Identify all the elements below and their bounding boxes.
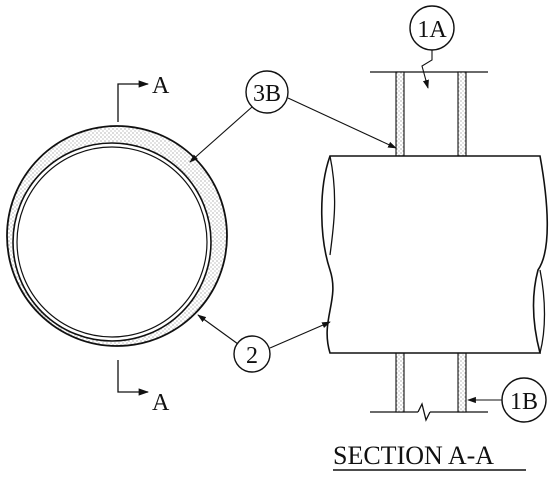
callout-1b: 1B: [467, 377, 547, 423]
callout-1a: 1A: [409, 5, 455, 89]
upper-sleeve-left: [395, 71, 405, 157]
callout-2: 2: [197, 314, 331, 373]
section-title-block: SECTION A-A: [333, 441, 526, 471]
section-mark-letter-top: A: [152, 73, 170, 99]
pipe-side-view: [320, 155, 549, 354]
section-mark-letter-bottom: A: [152, 390, 170, 416]
callout-2-label: 2: [246, 343, 258, 369]
upper-sleeve-right: [457, 71, 467, 157]
pipe-inner-wall: [16, 146, 208, 338]
lower-slab: [370, 352, 488, 422]
section-cut-mark-top: A: [117, 73, 170, 122]
callout-1a-label: 1A: [417, 17, 447, 43]
plan-view: A A: [6, 73, 228, 416]
upper-slab: [370, 71, 488, 157]
section-cut-mark-bottom: A: [117, 360, 170, 416]
callout-3b-label: 3B: [253, 81, 281, 107]
lower-sleeve-left: [395, 352, 405, 413]
section-view: [320, 71, 549, 422]
section-title: SECTION A-A: [333, 441, 494, 470]
callout-1b-label: 1B: [510, 389, 538, 415]
pipe-cross-section: [6, 125, 228, 347]
lower-sleeve-right: [457, 352, 467, 413]
callout-3b: 3B: [189, 70, 397, 163]
